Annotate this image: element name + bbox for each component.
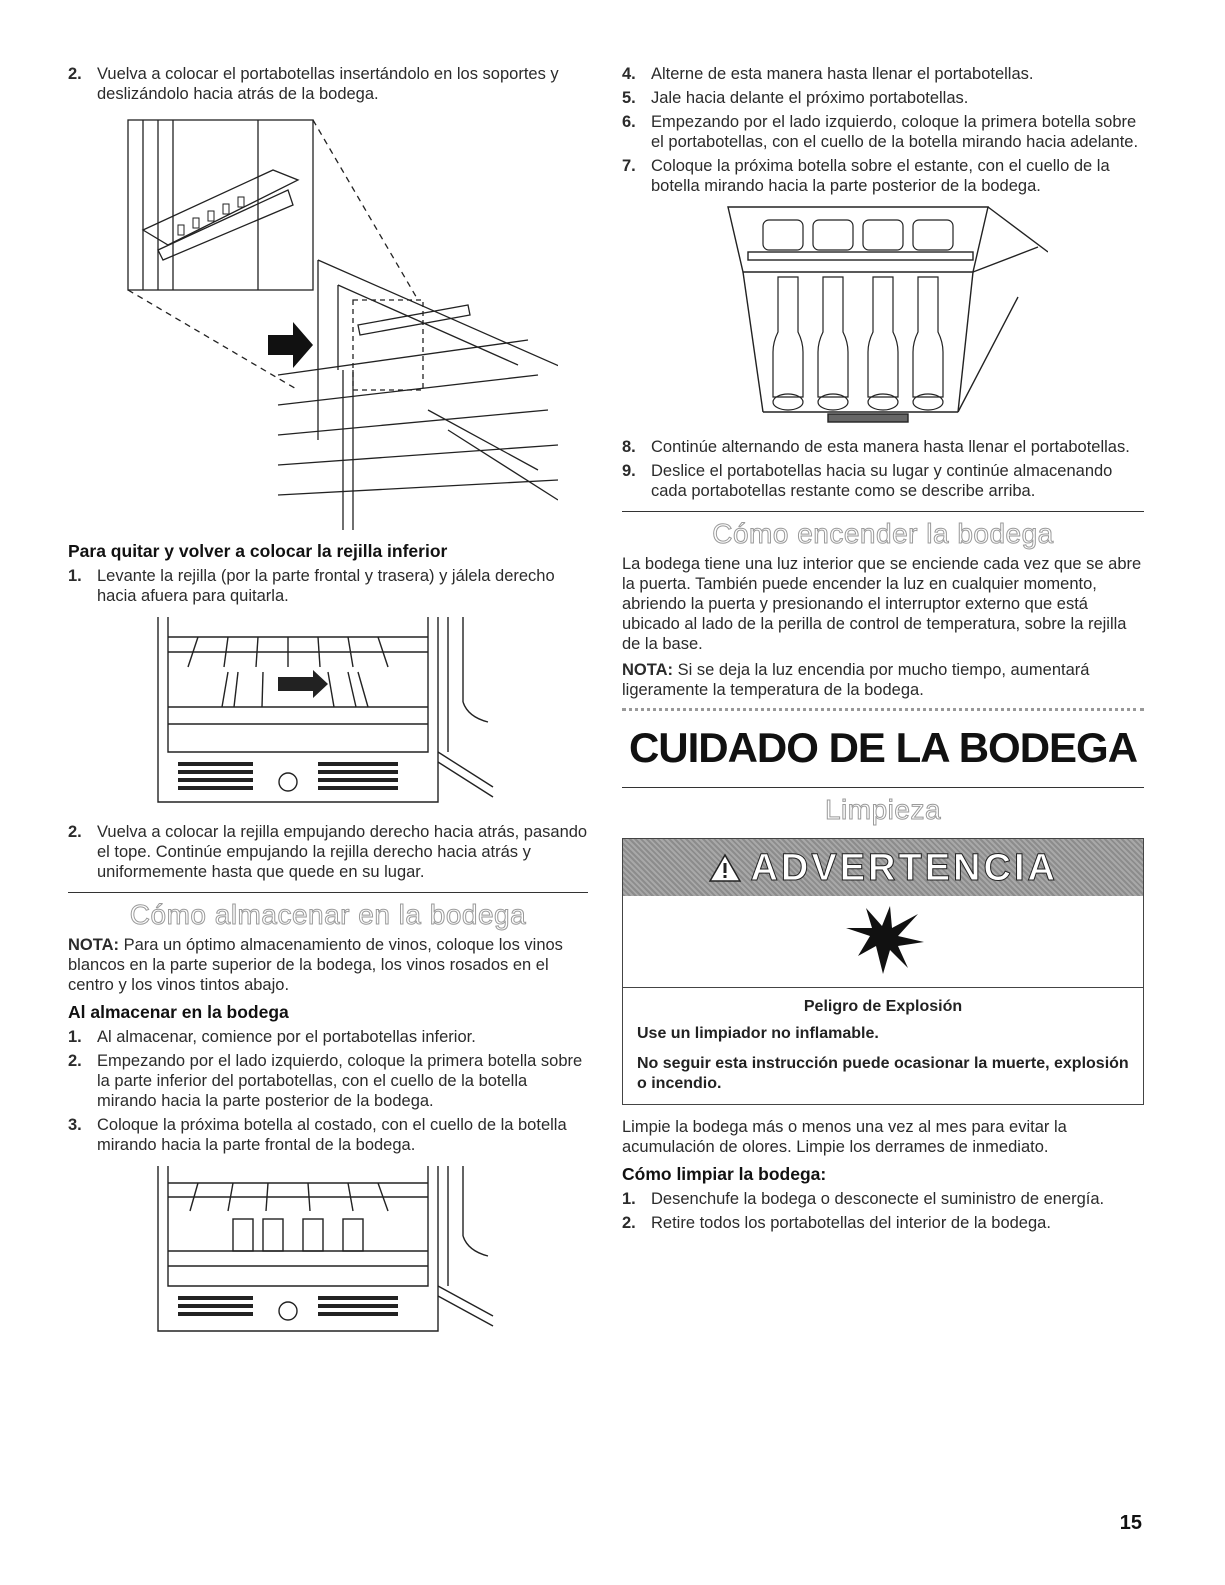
rack-insert-illustration [127,119,558,530]
step-text: Coloque la próxima botella al costado, c… [97,1116,567,1154]
instruction-step: 1. Desenchufe la bodega o desconecte el … [622,1189,1144,1209]
step-number: 3. [68,1116,82,1134]
instruction-step: 1. Al almacenar, comience por el portabo… [68,1027,588,1047]
bottle-rack-illustration [727,206,1048,423]
step-number: 2. [68,1052,82,1070]
light-paragraph: La bodega tiene una luz interior que se … [622,555,1142,653]
section-heading: Cómo limpiar la bodega: [622,1164,827,1184]
section-heading: Para quitar y volver a colocar la rejill… [68,541,448,561]
step-number: 8. [622,438,636,456]
instruction-step: 6. Empezando por el lado izquierdo, colo… [622,112,1144,152]
section-divider [622,787,1144,788]
step-text: Jale hacia delante el próximo portabotel… [651,89,969,107]
right-column: 4. Alterne de esta manera hasta llenar e… [622,64,1144,1237]
warning-line: No seguir esta instrucción puede ocasion… [637,1055,1129,1092]
lower-rack-illustration [157,617,494,803]
warning-box: ADVERTENCIA Peligro de Explosión Use un … [622,838,1144,1105]
instruction-step: 2. Retire todos los portabotellas del in… [622,1213,1144,1233]
instruction-step: 2. Vuelva a colocar la rejilla empujando… [68,822,588,882]
step-text: Continúe alternando de esta manera hasta… [651,438,1130,456]
step-text: Retire todos los portabotellas del inter… [651,1214,1051,1232]
explosion-icon-wrap [623,896,1143,987]
dotted-divider [622,708,1144,711]
step-number: 1. [622,1190,636,1208]
step-number: 2. [68,65,82,83]
step-number: 7. [622,157,636,175]
section-title: Cómo encender la bodega [712,518,1054,550]
step-text: Empezando por el lado izquierdo, coloque… [651,113,1139,151]
step-number: 4. [622,65,636,83]
step-text: Deslice el portabotellas hacia su lugar … [651,462,1113,500]
step-number: 5. [622,89,636,107]
explosion-icon [846,906,924,974]
step-number: 1. [68,1028,82,1046]
instruction-step: 7. Coloque la próxima botella sobre el e… [622,156,1144,196]
instruction-step: 4. Alterne de esta manera hasta llenar e… [622,64,1144,84]
note-label: NOTA: [622,661,674,679]
step-number: 6. [622,113,636,131]
instruction-step: 8. Continúe alternando de esta manera ha… [622,437,1144,457]
step-text: Alterne de esta manera hasta llenar el p… [651,65,1034,83]
note-paragraph: NOTA: Para un óptimo almacenamiento de v… [68,935,588,995]
instruction-step: 9. Deslice el portabotellas hacia su lug… [622,461,1144,501]
warning-header: ADVERTENCIA [623,839,1143,896]
instruction-step: 5. Jale hacia delante el próximo portabo… [622,88,1144,108]
page-number: 15 [1119,1512,1142,1534]
step-text: Vuelva a colocar el portabotellas insert… [97,65,559,103]
section-divider [622,511,1144,512]
step-text: Empezando por el lado izquierdo, coloque… [97,1052,583,1110]
bottle-storage-illustration [157,1166,494,1332]
note-paragraph: NOTA: Si se deja la luz encendia por muc… [622,660,1144,700]
step-text: Desenchufe la bodega o desconecte el sum… [651,1190,1105,1208]
instruction-step: 2. Vuelva a colocar el portabotellas ins… [68,64,588,104]
step-text: Coloque la próxima botella sobre el esta… [651,157,1110,195]
warning-body: Peligro de Explosión Use un limpiador no… [623,987,1143,1094]
instruction-step: 1. Levante la rejilla (por la parte fron… [68,566,588,606]
left-column: 2. Vuelva a colocar el portabotellas ins… [68,64,588,1351]
note-text: Para un óptimo almacenamiento de vinos, … [68,936,563,994]
instruction-step: 3. Coloque la próxima botella al costado… [68,1115,588,1155]
section-title: Limpieza [824,794,942,826]
clean-paragraph: Limpie la bodega más o menos una vez al … [622,1118,1067,1156]
note-text: Si se deja la luz encendia por mucho tie… [622,661,1090,699]
section-divider [68,892,588,893]
step-number: 2. [68,823,82,841]
hazard-label: Peligro de Explosión [803,998,963,1015]
step-text: Vuelva a colocar la rejilla empujando de… [97,823,588,881]
warning-title: ADVERTENCIA [750,847,1058,890]
step-number: 9. [622,462,636,480]
step-text: Al almacenar, comience por el portabotel… [97,1028,476,1046]
warning-line: Use un limpiador no inflamable. [637,1025,879,1042]
chapter-title: CUIDADO DE LA BODEGA [628,724,1138,771]
section-title: Cómo almacenar en la bodega [129,899,527,931]
step-text: Levante la rejilla (por la parte frontal… [97,567,555,605]
step-number: 1. [68,567,82,585]
step-number: 2. [622,1214,636,1232]
warning-triangle-icon [708,853,742,882]
note-label: NOTA: [68,936,120,954]
section-heading: Al almacenar en la bodega [68,1002,289,1022]
instruction-step: 2. Empezando por el lado izquierdo, colo… [68,1051,588,1111]
